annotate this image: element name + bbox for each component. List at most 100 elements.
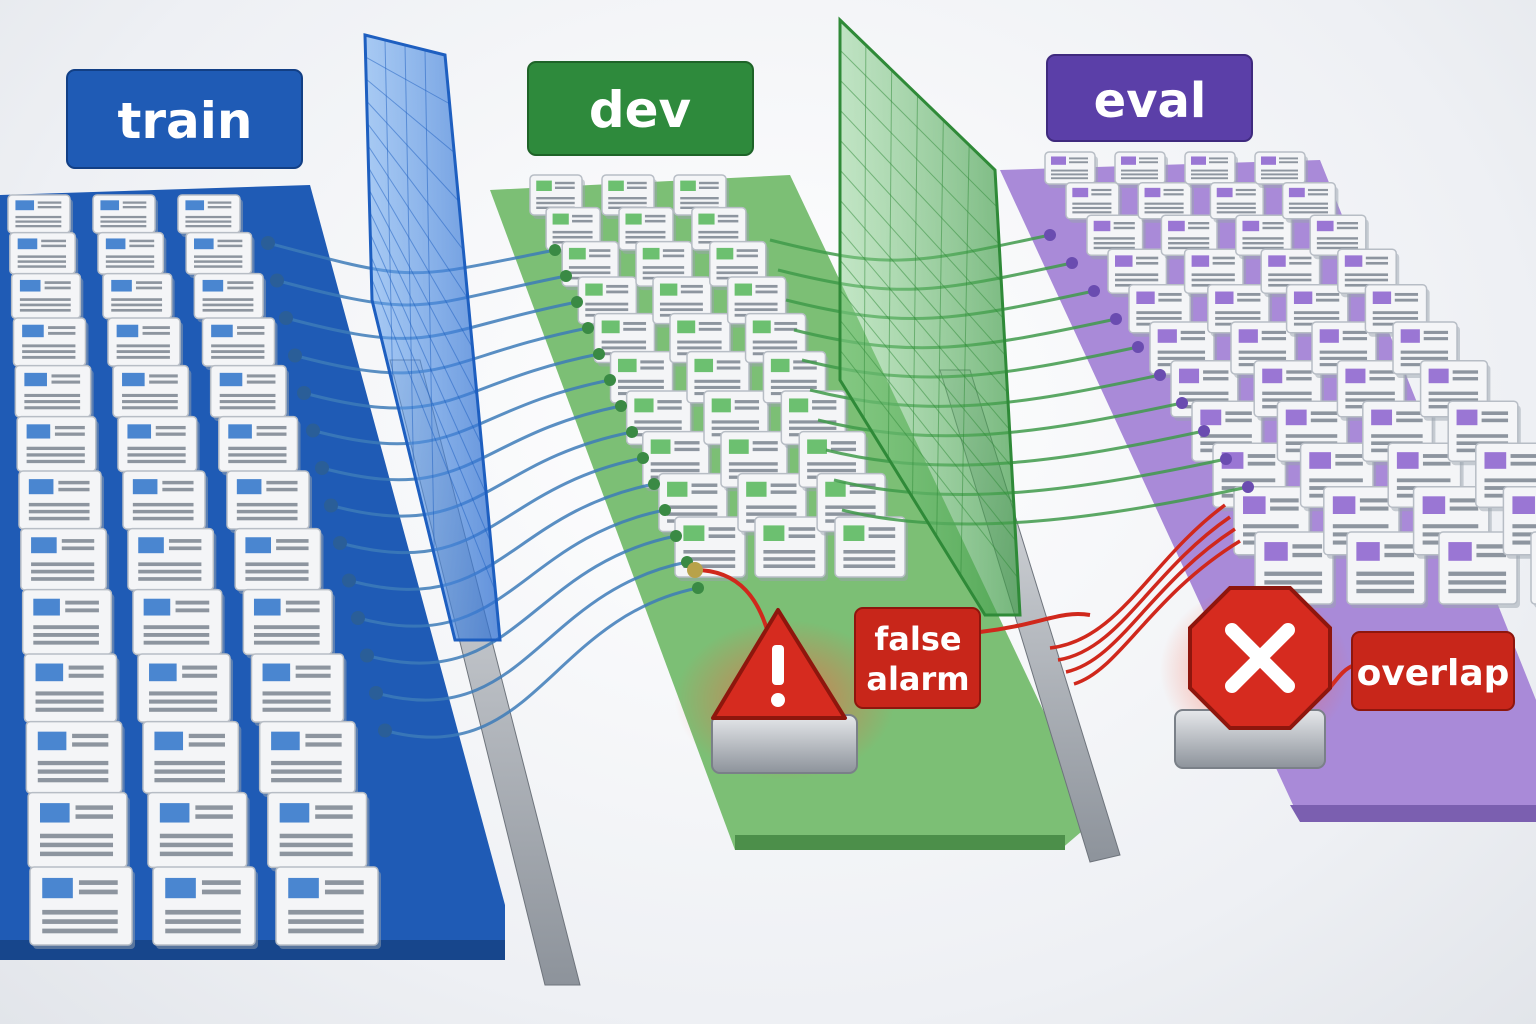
dev-doc-card — [754, 516, 828, 581]
train-doc-card — [112, 364, 192, 421]
dev-doc-card — [834, 516, 908, 581]
train-doc-card — [152, 866, 258, 949]
blue-barrier — [363, 33, 502, 642]
train-doc-card — [97, 231, 167, 278]
wire-node — [659, 504, 671, 516]
wire-node — [582, 322, 594, 334]
train-doc-card — [193, 272, 266, 323]
stop-x-icon — [1188, 586, 1332, 730]
wire-node — [687, 562, 703, 578]
wire-node — [1066, 257, 1078, 269]
overlap-alert: overlap — [1160, 585, 1515, 769]
train-doc-card — [102, 272, 175, 323]
wire-node — [1154, 369, 1166, 381]
train-doc-card — [117, 415, 200, 476]
overlap-label-text: overlap — [1357, 653, 1510, 694]
eval-platform-edge — [1290, 805, 1536, 822]
wire-node — [288, 348, 302, 363]
wire-node — [1044, 229, 1056, 241]
wire-node — [369, 686, 383, 700]
train-doc-card — [107, 317, 183, 370]
eval-doc-card — [1438, 531, 1520, 608]
eval-doc-card — [1065, 182, 1122, 223]
eval-doc-card — [1137, 182, 1194, 223]
dev-label: dev — [527, 61, 754, 156]
train-doc-card — [177, 194, 243, 237]
eval-doc-card — [1260, 248, 1323, 298]
wire-node — [549, 244, 561, 256]
train-label: train — [66, 69, 303, 169]
wire-node — [1176, 397, 1188, 409]
train-doc-card — [20, 527, 110, 594]
wire-node — [637, 452, 649, 464]
dev-doc-card — [601, 174, 657, 219]
train-doc-card — [12, 317, 89, 370]
train-doc-card — [132, 588, 225, 659]
eval-doc-card — [1281, 182, 1339, 223]
warning-pedestal — [711, 714, 858, 774]
wire-node — [1088, 285, 1100, 297]
train-doc-card — [234, 527, 324, 594]
eval-label-text: eval — [1094, 73, 1207, 129]
train-doc-card — [250, 653, 347, 726]
train-doc-card — [147, 791, 250, 872]
wire-node — [297, 386, 311, 400]
wire-node — [626, 426, 638, 438]
wire-node — [378, 723, 392, 738]
train-doc-card — [10, 272, 84, 323]
warning-triangle-icon — [711, 608, 847, 720]
train-doc-card — [142, 720, 242, 797]
eval-doc-card — [1044, 151, 1098, 188]
wire-node — [692, 582, 704, 594]
train-doc-card — [218, 415, 301, 476]
wire-node — [342, 573, 356, 588]
train-doc-card — [14, 364, 94, 421]
wire-node — [1198, 425, 1210, 437]
train-doc-card — [29, 866, 135, 949]
train-doc-card — [185, 231, 255, 278]
blue-barrier-grid — [365, 39, 496, 592]
train-doc-card — [267, 791, 370, 872]
dev-platform-edge — [735, 835, 1065, 850]
wire-node — [261, 236, 275, 250]
red-alert-wire — [979, 612, 1091, 634]
train-doc-card — [258, 720, 358, 797]
wire-node — [270, 273, 284, 288]
train-doc-card — [92, 194, 158, 237]
dev-eval-wire — [833, 457, 1227, 497]
wire-node — [571, 296, 583, 308]
false-alarm-line2: alarm — [866, 660, 969, 698]
red-alert-wire — [1057, 515, 1231, 662]
eval-doc-card — [1502, 486, 1536, 559]
wire-node — [593, 348, 605, 360]
train-doc-card — [7, 194, 73, 237]
train-doc-card — [23, 653, 120, 726]
wire-node — [560, 270, 572, 282]
wire-node — [360, 648, 374, 663]
wire-node — [648, 478, 660, 490]
train-dev-wire — [375, 560, 688, 702]
eval-doc-card — [1346, 531, 1428, 608]
eval-doc-card — [1114, 151, 1168, 188]
train-dev-wire — [366, 534, 677, 665]
eval-doc-card — [1364, 284, 1430, 337]
wire-node — [306, 423, 320, 438]
green-barrier — [838, 16, 1022, 617]
train-doc-card — [242, 588, 335, 659]
train-doc-card — [9, 231, 79, 278]
eval-doc-card — [1209, 182, 1267, 223]
train-dev-wire — [384, 586, 699, 739]
train-doc-card — [127, 527, 217, 594]
false-alarm-alert: false alarm — [675, 607, 981, 780]
wire-node — [324, 498, 338, 513]
false-alarm-line1: false — [874, 620, 961, 658]
eval-doc-card — [1530, 531, 1536, 608]
wire-node — [604, 374, 616, 386]
dev-eval-wire — [841, 485, 1249, 526]
train-doc-card — [21, 588, 115, 659]
wire-node — [279, 311, 293, 325]
train-doc-card — [275, 866, 381, 949]
wire-node — [315, 461, 329, 475]
train-doc-card — [137, 653, 233, 726]
